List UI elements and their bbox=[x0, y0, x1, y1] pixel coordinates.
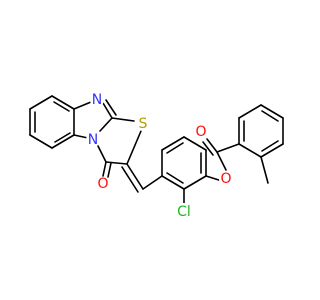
atom-labels: N N S O O O Cl bbox=[86, 92, 233, 221]
atom-Cl1: Cl bbox=[175, 203, 193, 221]
atom-label-O3: O bbox=[195, 124, 206, 140]
atom-label-Cl1: Cl bbox=[177, 204, 191, 220]
atom-N2: N bbox=[86, 132, 100, 148]
bond-lines bbox=[29, 95, 284, 206]
atom-O3: O bbox=[194, 124, 208, 140]
atom-label-S1: S bbox=[139, 116, 148, 132]
atom-S1: S bbox=[136, 116, 150, 132]
molecule-structure: N N S O O O Cl bbox=[29, 92, 284, 221]
atom-O2: O bbox=[219, 171, 233, 187]
atom-label-O2: O bbox=[220, 171, 231, 187]
atom-label-N1: N bbox=[92, 92, 102, 108]
atom-N1: N bbox=[90, 92, 104, 108]
atom-O1: O bbox=[96, 176, 110, 192]
atom-label-O1: O bbox=[97, 176, 108, 192]
atom-label-N2: N bbox=[88, 132, 98, 148]
